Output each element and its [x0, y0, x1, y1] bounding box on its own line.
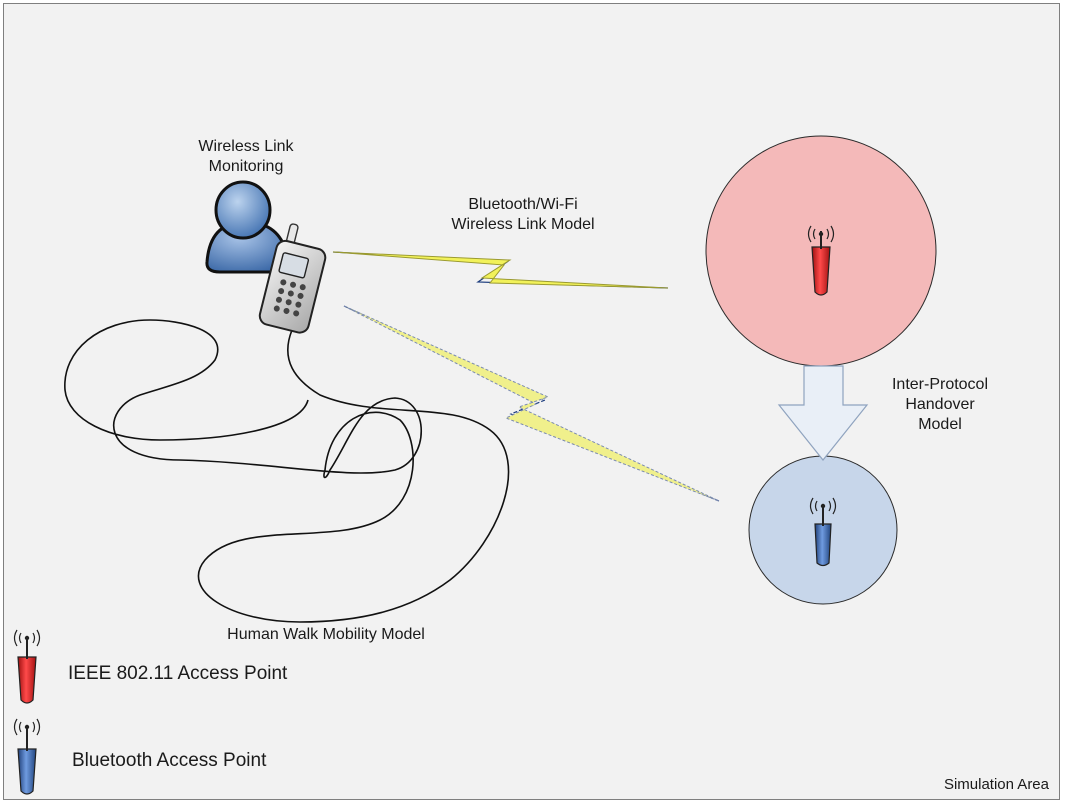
bluetooth-access-point-icon — [809, 497, 837, 567]
legend-bluetooth-access-point-icon — [13, 718, 41, 795]
handover-label-line2: Handover — [905, 396, 975, 413]
monitoring-label-line1: Wireless Link — [198, 138, 294, 155]
wifi-wireless-link — [332, 251, 669, 289]
handover-model-label: Inter-Protocol Handover Model — [880, 375, 1000, 435]
mobile-phone-icon — [258, 223, 327, 334]
simulation-area-label: Simulation Area — [943, 776, 1049, 793]
link-model-label: Bluetooth/Wi-Fi Wireless Link Model — [438, 195, 608, 235]
link-model-label-line1: Bluetooth/Wi-Fi — [468, 196, 578, 213]
user-avatar-icon — [205, 180, 290, 274]
link-model-label-line2: Wireless Link Model — [451, 216, 595, 233]
handover-label-line3: Model — [918, 416, 962, 433]
wifi-access-point-icon — [807, 225, 835, 296]
mobility-model-label: Human Walk Mobility Model — [227, 626, 425, 643]
legend-bluetooth-label: Bluetooth Access Point — [72, 750, 267, 771]
legend-wifi-label: IEEE 802.11 Access Point — [68, 663, 288, 684]
monitoring-label: Wireless Link Monitoring — [183, 137, 309, 177]
handover-arrow — [777, 365, 869, 461]
monitoring-label-line2: Monitoring — [208, 158, 284, 175]
handover-label-line1: Inter-Protocol — [891, 376, 989, 393]
bluetooth-wireless-link — [343, 305, 720, 502]
mobility-path — [64, 319, 510, 623]
legend-wifi-access-point-icon — [13, 629, 41, 704]
